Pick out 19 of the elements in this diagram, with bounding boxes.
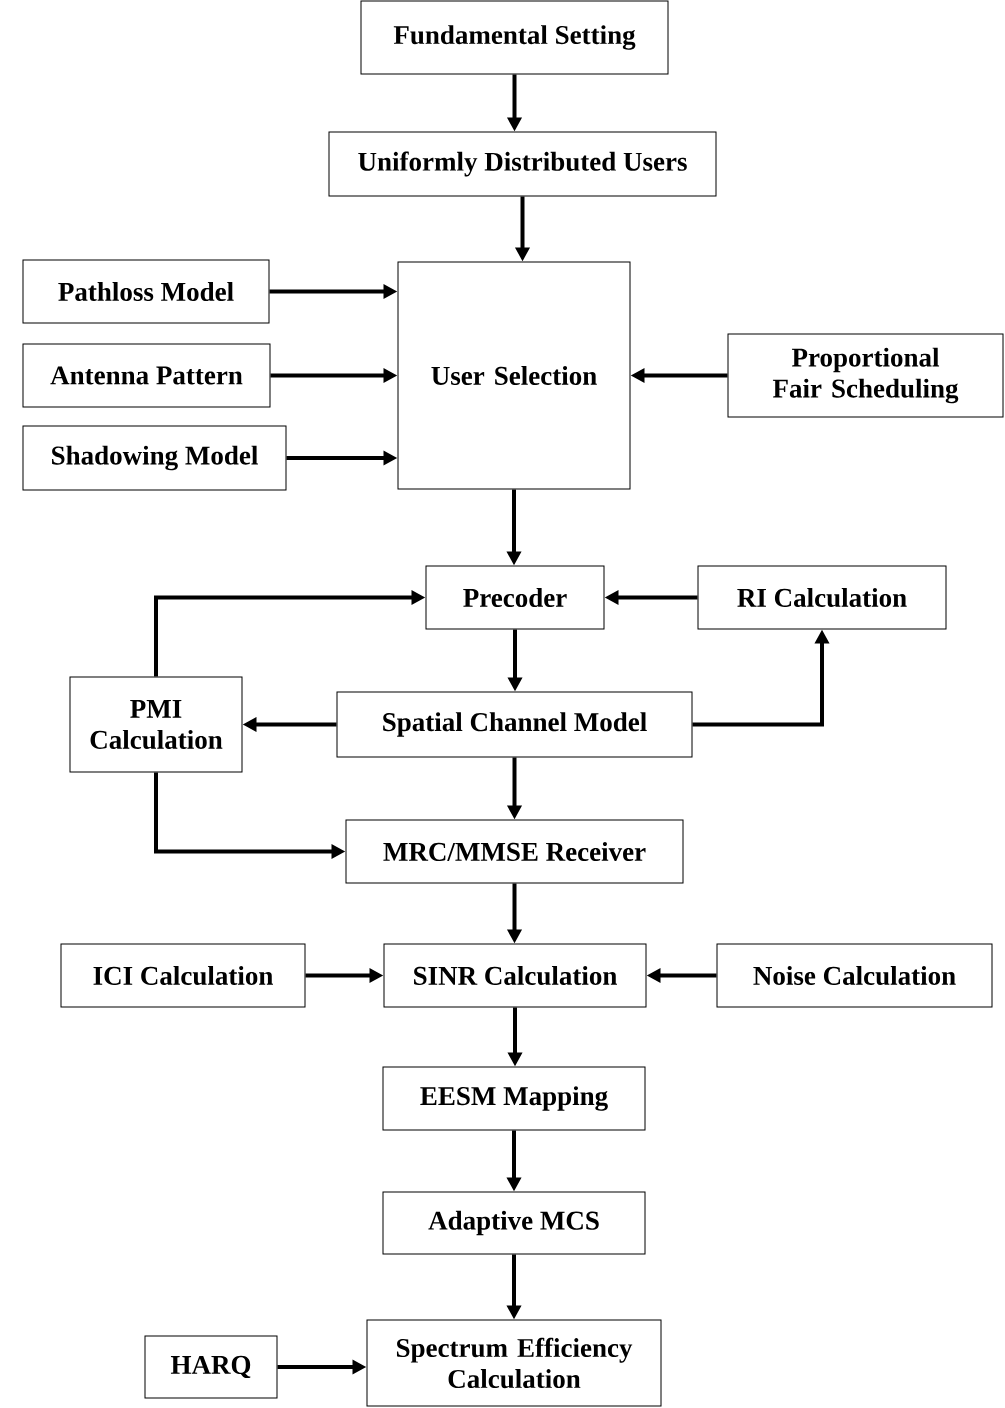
process-box: Pathloss Model	[22, 259, 270, 324]
process-box: Shadowing Model	[22, 425, 287, 491]
process-box: Uniformly Distributed Users	[328, 131, 717, 197]
process-box: Antenna Pattern	[22, 343, 271, 408]
process-box: ICI Calculation	[60, 943, 306, 1008]
process-box: HARQ	[144, 1335, 278, 1399]
process-box: PMI Calculation	[69, 676, 243, 773]
process-box: RI Calculation	[697, 565, 947, 630]
process-box: Spectrum Efficiency Calculation	[366, 1319, 662, 1407]
process-box: MRC/MMSE Receiver	[345, 819, 684, 884]
process-box: Fundamental Setting	[360, 0, 669, 75]
process-box: User Selection	[397, 261, 631, 490]
process-box: Precoder	[425, 565, 605, 630]
process-box: SINR Calculation	[383, 943, 647, 1008]
process-box: Adaptive MCS	[382, 1191, 646, 1255]
process-box: EESM Mapping	[382, 1066, 646, 1131]
process-box: Proportional Fair Scheduling	[727, 333, 1004, 418]
process-box: Spatial Channel Model	[336, 691, 693, 758]
process-box: Noise Calculation	[716, 943, 993, 1008]
